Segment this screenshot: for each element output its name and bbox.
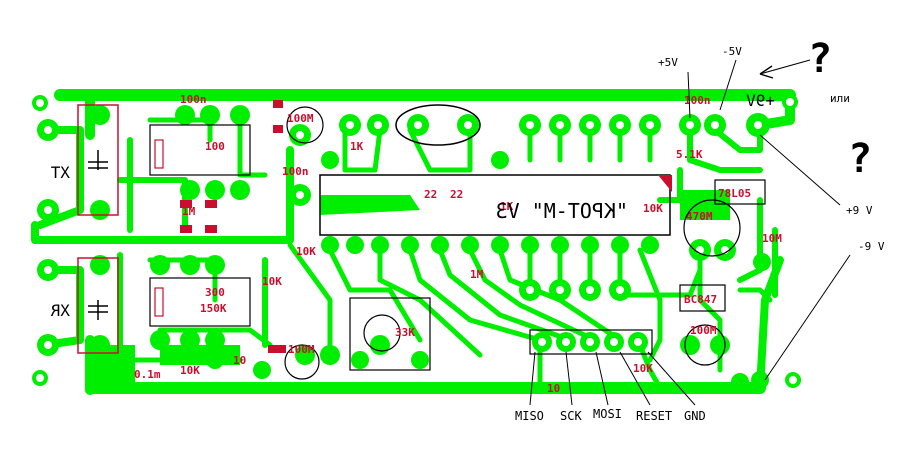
- label-r-10k-d: 10K: [633, 362, 653, 375]
- label-r-10k-e: 10K: [262, 275, 282, 288]
- label-r-10k-c: 10K: [180, 364, 200, 377]
- ic-outline: [319, 174, 672, 236]
- question-mark-2: ?: [848, 136, 872, 182]
- label-r-1k-a: 1K: [500, 200, 514, 213]
- label-c-10m: 10M: [762, 232, 782, 245]
- label-c-100m-top: 100M: [287, 112, 314, 125]
- connector-outlines: [77, 104, 766, 380]
- component-labels: 100n 100M 100n 100n 5.1K 78L05 470M 10M …: [134, 93, 782, 395]
- annotations: +5V -5V или ? ? +9 V -9 V: [658, 36, 885, 253]
- board-title: "КРОТ-М" V3: [496, 199, 628, 223]
- label-plus5: +5V: [658, 56, 678, 69]
- label-r-10k-a: 10K: [296, 245, 316, 258]
- label-r-10-a: 10: [547, 382, 560, 395]
- prog-pin-labels: MISO SCK MOSI RESET GND: [515, 407, 706, 423]
- label-r-1m: 1M: [470, 268, 484, 281]
- label-r-22-a: 22: [424, 188, 437, 201]
- pin-label-reset: RESET: [636, 409, 672, 423]
- pin-label-mosi: MOSI: [593, 407, 622, 421]
- label-r-51k: 5.1K: [676, 148, 703, 161]
- label-r-33k: 33K: [395, 326, 415, 339]
- label-c-100m-right: 100M: [690, 324, 717, 337]
- label-xt: XT: [50, 163, 70, 182]
- label-minus5: -5V: [722, 45, 742, 58]
- prog-header: [529, 329, 653, 355]
- label-c-01m: 0.1m: [134, 368, 161, 381]
- label-r-1m-b: 1M: [182, 205, 196, 218]
- label-ili: или: [830, 92, 850, 105]
- crystal-outline: [395, 104, 481, 146]
- label-c-100n-mid: 100n: [282, 165, 309, 178]
- mounting-holes: [32, 94, 801, 388]
- label-minus9-side: -9 V: [858, 240, 885, 253]
- smd-pads: [180, 100, 286, 353]
- label-r-150k: 150K: [200, 302, 227, 315]
- question-mark-1: ?: [808, 36, 832, 82]
- label-r-1k-b: 1K: [350, 140, 364, 153]
- label-plus9-side: +9 V: [846, 204, 873, 217]
- label-reg: 78L05: [718, 187, 751, 200]
- prog-pin-leaders: [529, 351, 696, 406]
- pin-label-gnd: GND: [684, 409, 706, 423]
- label-c-100n-top: 100n: [180, 93, 207, 106]
- label-xr: XR: [50, 301, 70, 320]
- label-r-100: 100: [205, 140, 225, 153]
- label-r-300: 300: [205, 286, 225, 299]
- label-c-100n-right: 100n: [684, 94, 711, 107]
- label-r-10-b: 10: [233, 354, 246, 367]
- label-trans: BC847: [684, 293, 717, 306]
- label-r-22-b: 22: [450, 188, 463, 201]
- label-c-100m-bot: 100M: [288, 343, 315, 356]
- pin-label-miso: MISO: [515, 409, 544, 423]
- label-c-470m: 470M: [686, 210, 713, 223]
- pin-label-sck: SCK: [560, 409, 582, 423]
- pads: [37, 105, 771, 391]
- label-plus9-top: +9V: [746, 91, 775, 110]
- annotation-lines: [687, 59, 851, 381]
- label-r-10k-b: 10K: [643, 202, 663, 215]
